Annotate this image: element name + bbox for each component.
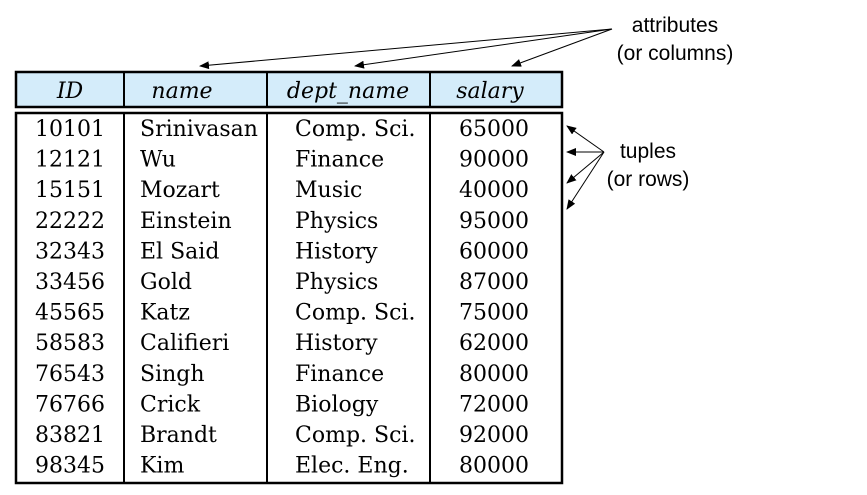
cell-dept-name: Comp. Sci. — [295, 117, 415, 142]
table-row: 32343 El Said History 60000 — [35, 239, 529, 264]
cell-salary: 87000 — [459, 270, 529, 295]
table-row: 83821 Brandt Comp. Sci. 92000 — [35, 423, 529, 448]
table-row: 33456 Gold Physics 87000 — [35, 270, 529, 295]
table-row: 98345 Kim Elec. Eng. 80000 — [35, 454, 529, 479]
cell-id: 98345 — [35, 454, 105, 479]
cell-dept-name: Physics — [295, 209, 378, 234]
cell-dept-name: History — [295, 239, 378, 264]
cell-dept-name: Biology — [295, 392, 379, 417]
header-background — [14, 70, 564, 109]
table-row: 45565 Katz Comp. Sci. 75000 — [35, 301, 529, 326]
cell-name: El Said — [140, 239, 219, 264]
table-row: 76766 Crick Biology 72000 — [35, 392, 529, 417]
column-header-salary: salary — [456, 79, 524, 104]
cell-salary: 95000 — [459, 209, 529, 234]
cell-name: Srinivasan — [140, 117, 258, 142]
cell-salary: 90000 — [459, 148, 529, 173]
cell-name: Califieri — [140, 331, 229, 356]
table-row: 10101 Srinivasan Comp. Sci. 65000 — [35, 117, 529, 142]
cell-id: 76766 — [35, 392, 105, 417]
cell-id: 76543 — [35, 362, 105, 387]
cell-name: Katz — [140, 301, 190, 326]
cell-name: Singh — [140, 362, 205, 387]
cell-name: Kim — [140, 454, 184, 479]
cell-salary: 62000 — [459, 331, 529, 356]
cell-dept-name: Music — [295, 178, 362, 203]
table-row: 58583 Califieri History 62000 — [35, 331, 529, 356]
cell-id: 83821 — [35, 423, 105, 448]
table-row: 76543 Singh Finance 80000 — [35, 362, 529, 387]
cell-salary: 65000 — [459, 117, 529, 142]
cell-salary: 80000 — [459, 362, 529, 387]
tuple-arrow — [566, 125, 605, 153]
cell-dept-name: Physics — [295, 270, 378, 295]
tuples-annotation: tuples (or rows) — [566, 125, 690, 210]
cell-name: Brandt — [140, 423, 217, 448]
cell-dept-name: Elec. Eng. — [295, 454, 409, 479]
attribute-arrow — [199, 28, 613, 70]
cell-id: 10101 — [35, 117, 105, 142]
cell-id: 12121 — [35, 148, 105, 173]
cell-salary: 72000 — [459, 392, 529, 417]
cell-salary: 40000 — [459, 178, 529, 203]
attribute-arrow — [511, 28, 613, 67]
body-border — [14, 111, 564, 485]
tuple-arrow — [566, 151, 605, 184]
table-row: 22222 Einstein Physics 95000 — [35, 209, 529, 234]
cell-dept-name: Finance — [295, 362, 384, 387]
column-header-id: ID — [56, 79, 84, 104]
cell-salary: 60000 — [459, 239, 529, 264]
cell-salary: 80000 — [459, 454, 529, 479]
table-header: ID name dept_name salary — [14, 70, 564, 109]
cell-name: Einstein — [140, 209, 232, 234]
column-header-name: name — [151, 79, 212, 104]
cell-id: 32343 — [35, 239, 105, 264]
tuples-label: tuples — [620, 140, 676, 163]
tuples-sublabel: (or rows) — [607, 168, 690, 191]
column-header-dept-name: dept_name — [287, 79, 409, 104]
cell-salary: 92000 — [459, 423, 529, 448]
cell-name: Wu — [140, 148, 176, 173]
cell-dept-name: History — [295, 331, 378, 356]
cell-salary: 75000 — [459, 301, 529, 326]
cell-id: 58583 — [35, 331, 105, 356]
cell-id: 22222 — [35, 209, 105, 234]
cell-id: 45565 — [35, 301, 105, 326]
cell-id: 15151 — [35, 178, 105, 203]
cell-dept-name: Comp. Sci. — [295, 423, 415, 448]
cell-dept-name: Comp. Sci. — [295, 301, 415, 326]
attributes-annotation: attributes (or columns) — [199, 14, 734, 70]
cell-id: 33456 — [35, 270, 105, 295]
attributes-label: attributes — [632, 14, 718, 37]
attributes-sublabel: (or columns) — [617, 42, 734, 65]
cell-dept-name: Finance — [295, 148, 384, 173]
tuple-arrow — [566, 151, 605, 210]
attribute-arrow — [354, 28, 613, 69]
cell-name: Gold — [140, 270, 192, 295]
cell-name: Mozart — [140, 178, 220, 203]
table-row: 15151 Mozart Music 40000 — [35, 178, 529, 203]
cell-name: Crick — [140, 392, 201, 417]
table-row: 12121 Wu Finance 90000 — [35, 148, 529, 173]
